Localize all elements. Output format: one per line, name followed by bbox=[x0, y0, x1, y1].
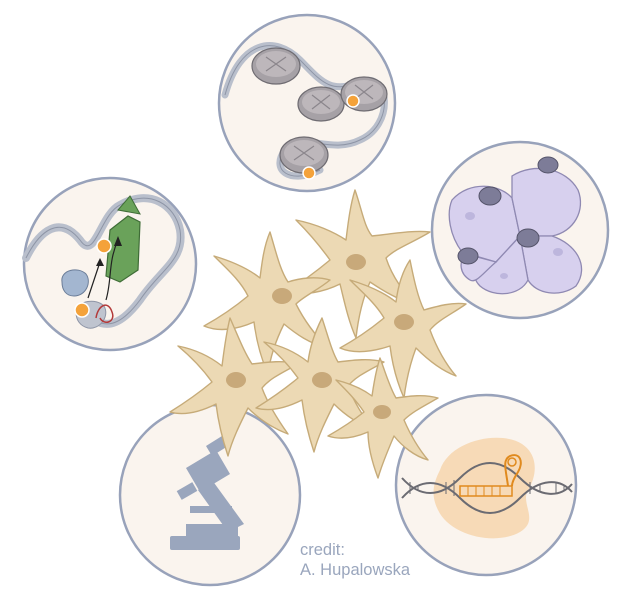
credit-author: A. Hupalowska bbox=[300, 561, 411, 579]
credit-label: credit: bbox=[300, 541, 345, 559]
microscope-panel bbox=[118, 403, 302, 587]
nucleosome-panel bbox=[217, 13, 397, 193]
crispr-panel bbox=[394, 393, 578, 577]
nucleosome-icon bbox=[221, 42, 388, 180]
astrocyte-icon bbox=[169, 189, 467, 479]
credit-caption: credit: A. Hupalowska bbox=[300, 540, 410, 580]
transcription-panel bbox=[22, 176, 198, 352]
transcription-loop-icon bbox=[22, 194, 185, 329]
crispr-dna-icon bbox=[401, 437, 573, 539]
microscope-icon bbox=[170, 436, 244, 550]
cell-cluster-panel bbox=[430, 140, 610, 320]
cell-cluster-icon bbox=[448, 156, 583, 295]
